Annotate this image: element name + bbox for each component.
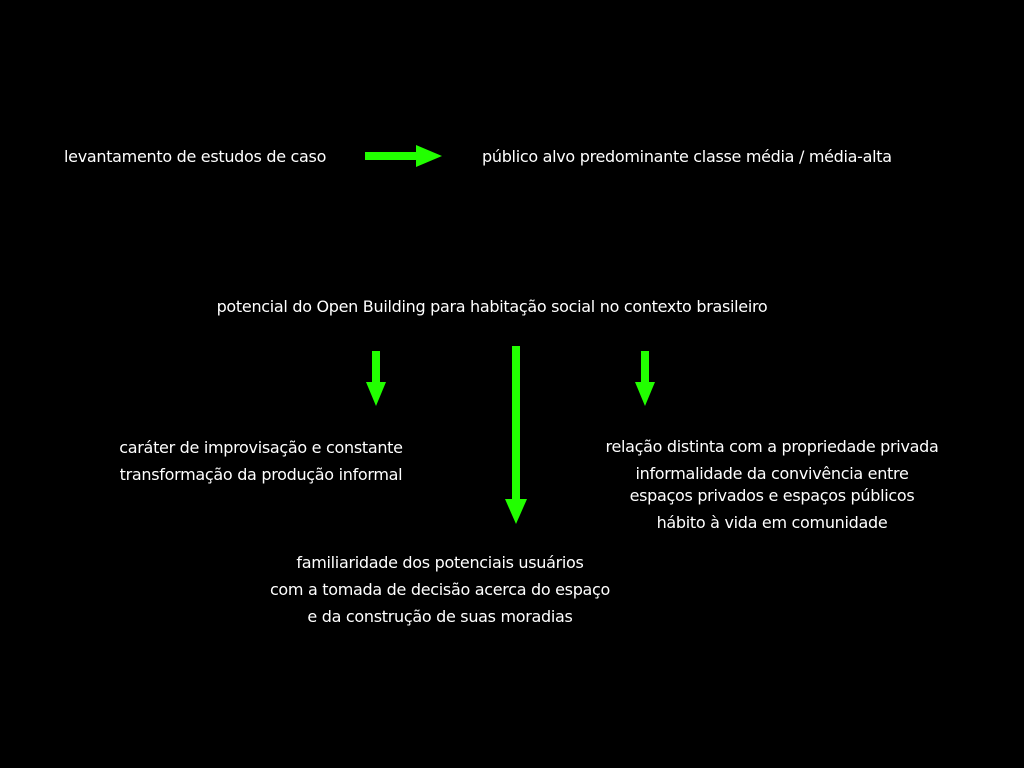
branch-right-line: informalidade da convivência entre xyxy=(635,464,909,483)
branch-left-line: transformação da produção informal xyxy=(119,465,403,484)
arrow-down-right xyxy=(635,351,655,406)
arrow-down-left xyxy=(366,351,386,406)
branch-right-line: hábito à vida em comunidade xyxy=(656,513,888,532)
case-studies-survey-text: levantamento de estudos de caso xyxy=(64,147,327,166)
central-statement: potencial do Open Building para habitaçã… xyxy=(216,297,768,316)
branch-center-text: familiaridade dos potenciais usuários co… xyxy=(240,549,640,630)
branch-left-line: caráter de improvisação e constante xyxy=(119,438,403,457)
branch-left-text: caráter de improvisação e constante tran… xyxy=(102,434,420,488)
branch-right-text: relação distinta com a propriedade priva… xyxy=(582,437,962,533)
branch-right-line: espaços privados e espaços públicos xyxy=(629,486,915,505)
branch-center-line: familiaridade dos potenciais usuários xyxy=(296,553,584,572)
target-audience-text: público alvo predominante classe média /… xyxy=(482,147,892,166)
branch-center-line: com a tomada de decisão acerca do espaço xyxy=(269,580,611,599)
branch-right-line: relação distinta com a propriedade priva… xyxy=(605,437,939,456)
arrow-down-center xyxy=(505,346,527,524)
arrow-right-top xyxy=(365,145,442,167)
branch-center-line: e da construção de suas moradias xyxy=(307,607,573,626)
